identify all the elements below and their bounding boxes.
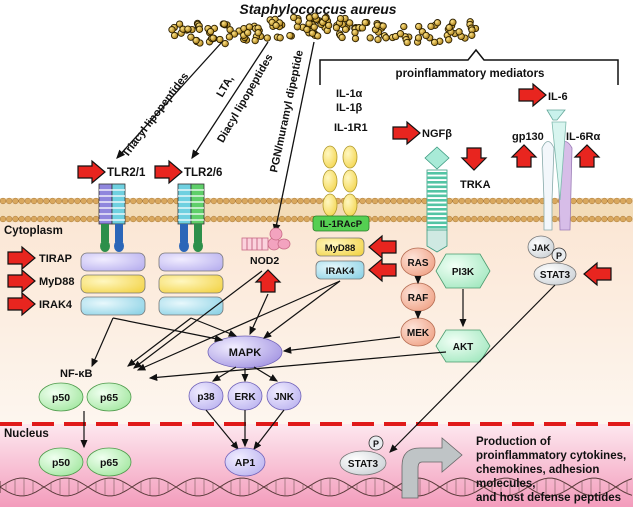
gp130-label: gp130 [512, 131, 544, 143]
jak-phospho [551, 247, 567, 263]
tlr26-label: TLR2/6 [184, 167, 222, 179]
pi3k-node [435, 253, 491, 289]
irak4-il-box [315, 260, 365, 280]
jak-p-label: P [556, 251, 562, 261]
il1racp-box [312, 215, 370, 232]
raf-label: RAF [408, 293, 429, 304]
ap1-node [224, 447, 266, 477]
erk-label: ERK [234, 392, 256, 403]
p50-cyto-node [38, 382, 84, 412]
il6ra-up-arrow [574, 144, 600, 168]
myd88-il-box [315, 237, 365, 257]
pgn-arrow [272, 41, 315, 234]
p38-label: p38 [197, 392, 215, 403]
p65-nuc-node [86, 447, 132, 477]
gp130-receptor [541, 141, 555, 231]
mapk-label: MAPK [229, 347, 261, 359]
dna-helix [0, 477, 633, 497]
trka-down-arrow [461, 147, 487, 171]
nod2-protein [241, 227, 291, 251]
nfkb-label: NF-κB [60, 368, 92, 380]
tlr21-label: TLR2/1 [107, 167, 146, 179]
stat3-nuc-p-label: P [373, 439, 379, 449]
output-line1: Production of [476, 436, 551, 448]
akt-label: AKT [453, 342, 474, 353]
stat3-cyto-label: STAT3 [540, 270, 571, 281]
staphylococcus-cluster [168, 12, 480, 48]
p65-cyto-label: p65 [100, 392, 118, 404]
signal-arrows [80, 270, 556, 453]
p50-cyto-label: p50 [52, 392, 70, 404]
output-line2: proinflammatory cytokines, [476, 450, 626, 462]
jak-label: JAK [532, 243, 551, 253]
trka-label: TRKA [460, 179, 491, 191]
ngf-ligand [424, 146, 450, 170]
p65-nuc-label: p65 [100, 457, 118, 469]
output-line5: and host defense peptides [476, 492, 621, 504]
il6-ligand [546, 109, 566, 121]
tlr26-up-arrow [154, 160, 183, 184]
trka-receptor [426, 169, 448, 253]
ngf-arrow [392, 121, 421, 145]
diacyl-arrow [191, 41, 269, 160]
il1r1-receptor [322, 145, 358, 217]
nod2-label: NOD2 [250, 255, 279, 267]
il1b-label: IL-1β [336, 102, 363, 114]
il6-hourglass [551, 121, 567, 201]
bacterium-title: Staphylococcus aureus [239, 1, 396, 17]
p50-nuc-label: p50 [52, 457, 70, 469]
tlr21-adaptor-stack [80, 252, 146, 316]
tlr26-receptor [177, 183, 205, 252]
il6-label: IL-6 [548, 91, 568, 103]
akt-node [435, 329, 491, 363]
mek-label: MEK [407, 328, 430, 339]
stat3-nuc-label: STAT3 [348, 459, 379, 470]
jnk-label: JNK [274, 392, 295, 403]
ngf-label: NGFβ [422, 128, 452, 140]
jak-node [527, 235, 555, 259]
p50-nuc-node [38, 447, 84, 477]
myd88-label: MyD88 [39, 276, 74, 288]
output-line3: chemokines, adhesion [476, 464, 599, 476]
tlr21-up-arrow [77, 160, 106, 184]
ras-label: RAS [407, 258, 428, 269]
tirap-label: TIRAP [39, 253, 72, 265]
cytoplasm-label: Cytoplasm [4, 225, 63, 237]
il6ra-label: IL-6Rα [566, 131, 601, 143]
stat3-nuc-phospho [368, 435, 384, 451]
output-line4: molecules, [476, 478, 535, 490]
proinflammatory-label: proinflammatory mediators [396, 68, 545, 80]
p65-cyto-node [86, 382, 132, 412]
irak4-il-label: IRAK4 [326, 266, 355, 277]
il1r1-label: IL-1R1 [334, 122, 368, 134]
triacyl-label: Triacyl lipopeptides [120, 71, 191, 160]
il6-arrow [518, 83, 547, 107]
nucleus-label: Nucleus [4, 428, 49, 440]
tlr26-adaptor-stack [158, 252, 224, 316]
proinflammatory-bracket [319, 48, 619, 85]
tlr21-receptor [98, 183, 126, 252]
ap1-label: AP1 [235, 457, 256, 469]
stat3-nuc-node [339, 450, 387, 476]
il1a-label: IL-1α [336, 88, 363, 100]
irak4-label: IRAK4 [39, 299, 73, 311]
pi3k-label: PI3K [452, 267, 475, 278]
triacyl-arrow [116, 41, 223, 159]
output-arrow [401, 437, 463, 499]
gp130-up-arrow [511, 144, 537, 168]
myd88-il-label: MyD88 [325, 243, 356, 254]
il1racp-label: IL-1RAcP [320, 219, 363, 230]
